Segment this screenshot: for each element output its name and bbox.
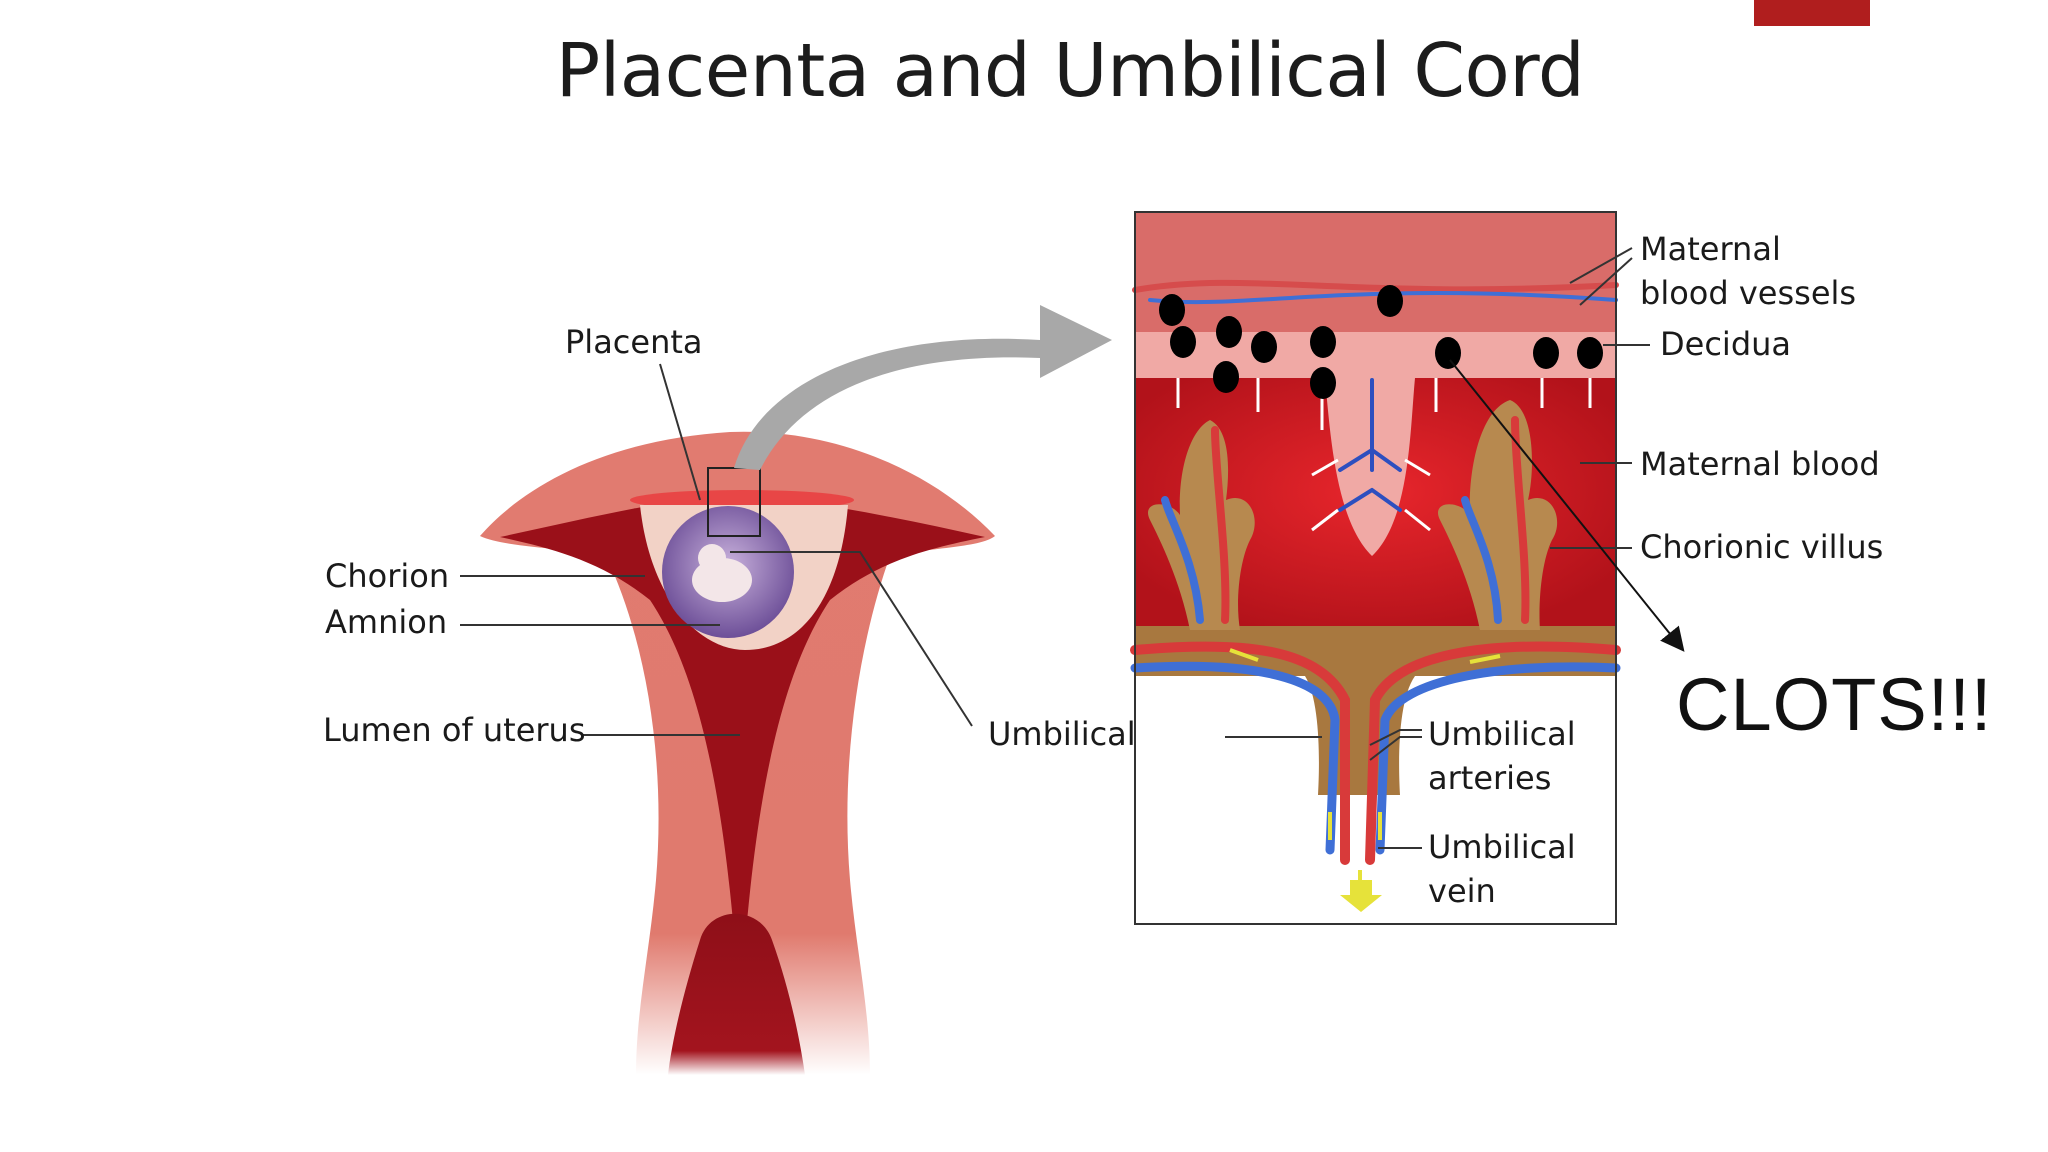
label-umbilical-arteries-line1: Umbilical [1428, 715, 1576, 753]
clot-marker [1577, 337, 1603, 369]
cervix-canal [668, 913, 805, 1075]
umbilical-vein-exit-arrow [1340, 880, 1382, 912]
clot-marker [1310, 326, 1336, 358]
leader-lines-left [460, 363, 973, 736]
label-maternal-blood: Maternal blood [1640, 445, 1880, 483]
zoom-arrow [734, 305, 1112, 470]
clot-marker [1310, 367, 1336, 399]
label-decidua: Decidua [1660, 325, 1791, 363]
leader-lines-right [1225, 247, 1650, 849]
clot-marker [1251, 331, 1277, 363]
zoom-panel [1130, 211, 1621, 925]
clot-marker [1213, 361, 1239, 393]
fetus-head [698, 544, 726, 572]
clot-marker [1170, 326, 1196, 358]
label-chorionic-villus: Chorionic villus [1640, 528, 1883, 566]
label-placenta: Placenta [565, 323, 703, 361]
label-umbilical-arteries-line2: arteries [1428, 759, 1551, 797]
label-amnion: Amnion [325, 603, 447, 641]
decidua-top [1135, 212, 1616, 332]
corner-accent-bar [1754, 0, 1870, 26]
label-umbilical-vein-line1: Umbilical [1428, 828, 1576, 866]
label-maternal-blood-vessels-line1: Maternal [1640, 230, 1781, 268]
clot-marker [1435, 337, 1461, 369]
clot-marker [1533, 337, 1559, 369]
slide-title: Placenta and Umbilical Cord [555, 28, 1585, 114]
clot-marker [1216, 316, 1242, 348]
clots-pointer-arrow [1449, 359, 1685, 652]
label-lumen-of-uterus: Lumen of uterus [323, 711, 586, 749]
label-maternal-blood-vessels-line2: blood vessels [1640, 274, 1856, 312]
villus-vessels [1130, 279, 1621, 865]
blood-clots [1159, 285, 1603, 399]
clot-marker [1159, 294, 1185, 326]
maternal-flow-arrows [1176, 378, 1592, 532]
label-chorion: Chorion [325, 557, 449, 595]
clot-marker [1377, 285, 1403, 317]
uterus-illustration [480, 305, 1112, 1076]
clots-annotation: CLOTS!!! [1676, 663, 1993, 746]
label-umbilical-vein-line2: vein [1428, 872, 1496, 910]
uterus-cavity [500, 494, 985, 945]
